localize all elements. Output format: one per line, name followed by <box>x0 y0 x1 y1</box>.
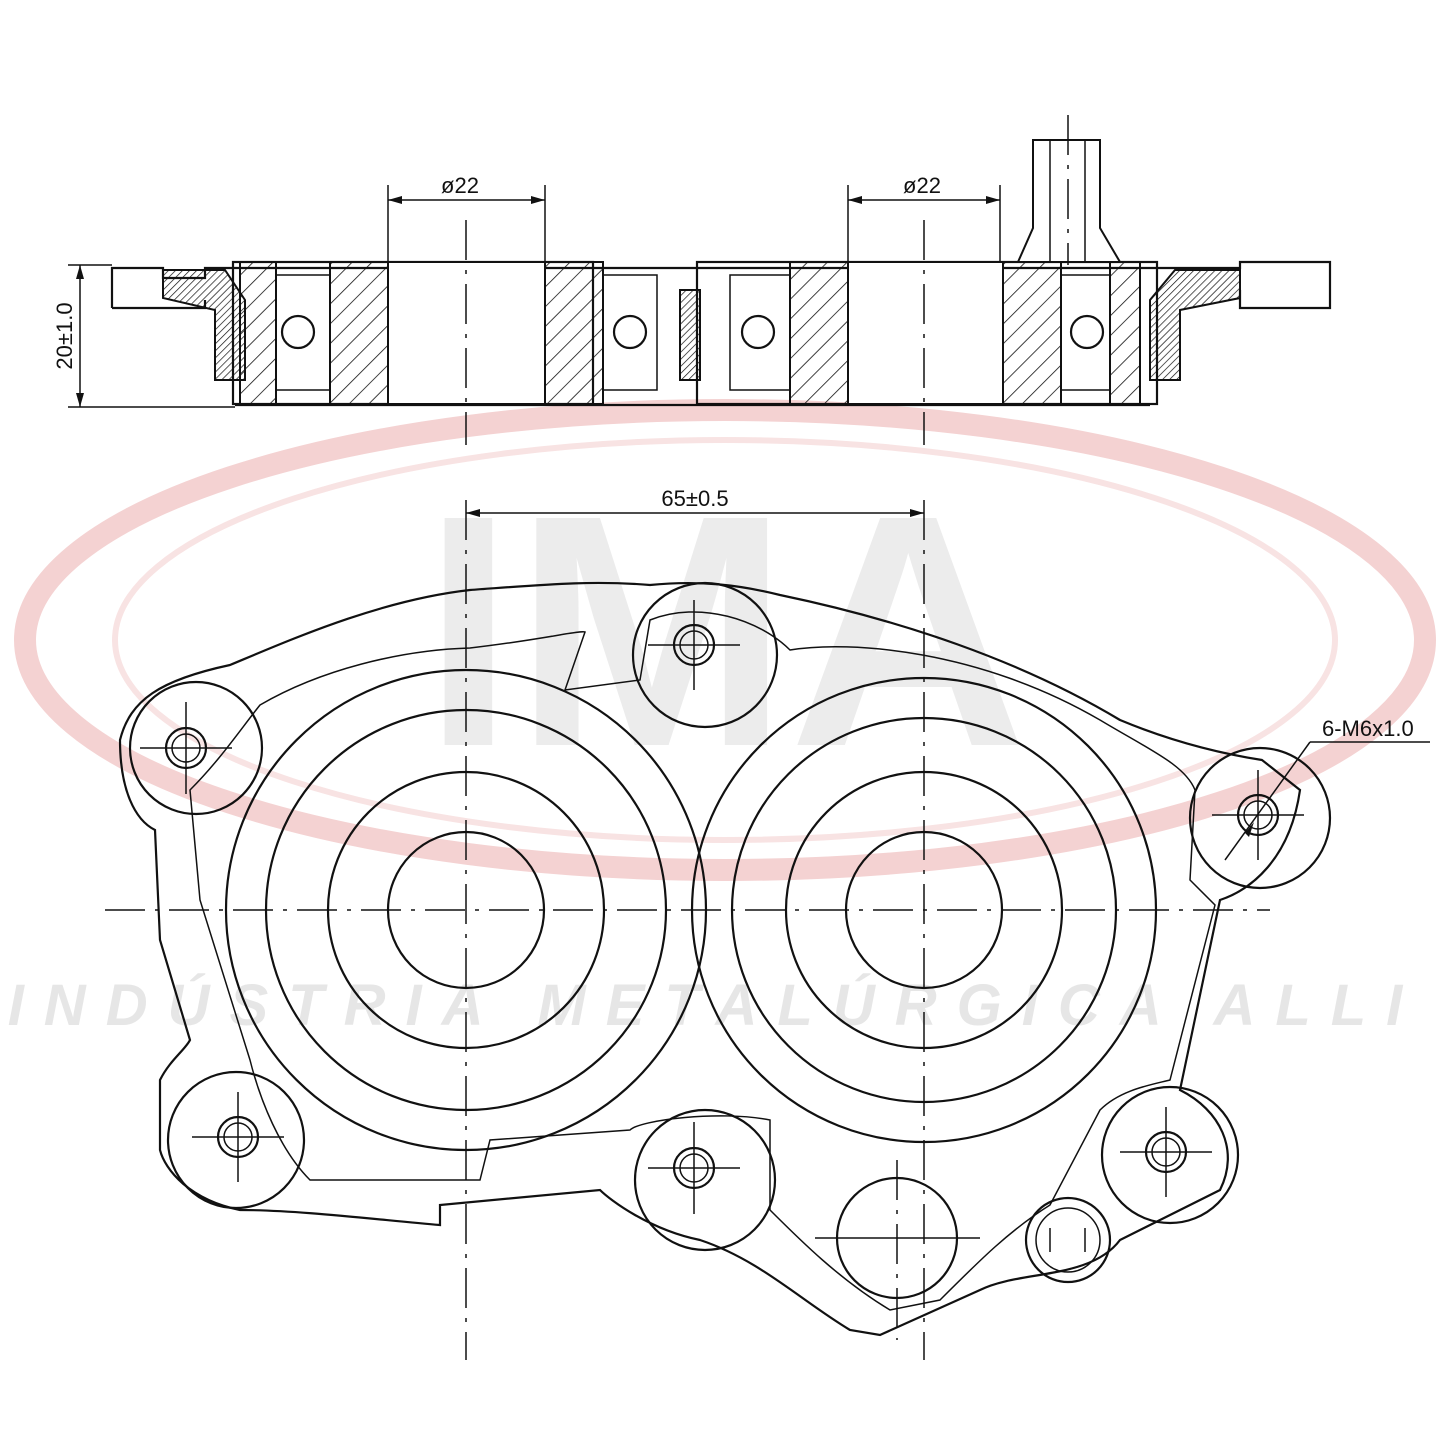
right-inner-race-b <box>1002 261 1062 405</box>
mounting-hole-bottom-left <box>166 1070 306 1210</box>
left-inner-race-a <box>329 261 389 405</box>
center-distance-label: 65±0.5 <box>661 486 728 511</box>
watermark-ring-inner <box>112 437 1338 843</box>
mounting-hole-bottom-center <box>633 1108 777 1252</box>
left-inner-race-b <box>544 261 604 405</box>
left-flange-section <box>162 269 246 381</box>
mounting-hole-bottom-right <box>1100 1085 1240 1225</box>
section-balls <box>275 274 1111 391</box>
thread-callout: 6-M6x1.0 <box>1224 716 1430 861</box>
mounting-hole-top-left <box>128 680 264 816</box>
watermark-ring <box>14 399 1436 881</box>
bore-right-dimension: ø22 <box>847 173 1001 262</box>
right-inner-race-a <box>789 261 849 405</box>
watermark-logo-text: IMA <box>423 446 1028 815</box>
right-outer-race <box>1109 261 1141 405</box>
center-distance-dimension: 65±0.5 <box>466 486 924 517</box>
thread-label: 6-M6x1.0 <box>1322 716 1414 741</box>
front-view: 65±0.5 6-M6x1.0 <box>105 486 1430 1360</box>
housing-outline <box>118 581 1302 1337</box>
mounting-hole-top-center <box>631 581 779 729</box>
middle-separator <box>679 289 701 381</box>
bore-left-label: ø22 <box>441 173 479 198</box>
pin-hole-small <box>1024 1196 1112 1284</box>
locating-pin <box>1016 139 1122 263</box>
mounting-hole-right <box>1188 746 1332 890</box>
watermark-company-name: INDÚSTRIA METALÚRGICA ALLI <box>8 973 1423 1038</box>
bore-left-dimension: ø22 <box>387 173 546 262</box>
left-outer-race <box>239 261 277 405</box>
right-bore <box>847 261 1004 405</box>
right-flange-section <box>1149 269 1241 381</box>
watermark: IMA INDÚSTRIA METALÚRGICA ALLI <box>8 399 1436 1038</box>
height-label: 20±1.0 <box>52 302 77 369</box>
height-dimension: 20±1.0 <box>52 264 235 408</box>
bore-right-label: ø22 <box>903 173 941 198</box>
side-section-view: ø22 ø22 20±1.0 <box>52 115 1332 445</box>
